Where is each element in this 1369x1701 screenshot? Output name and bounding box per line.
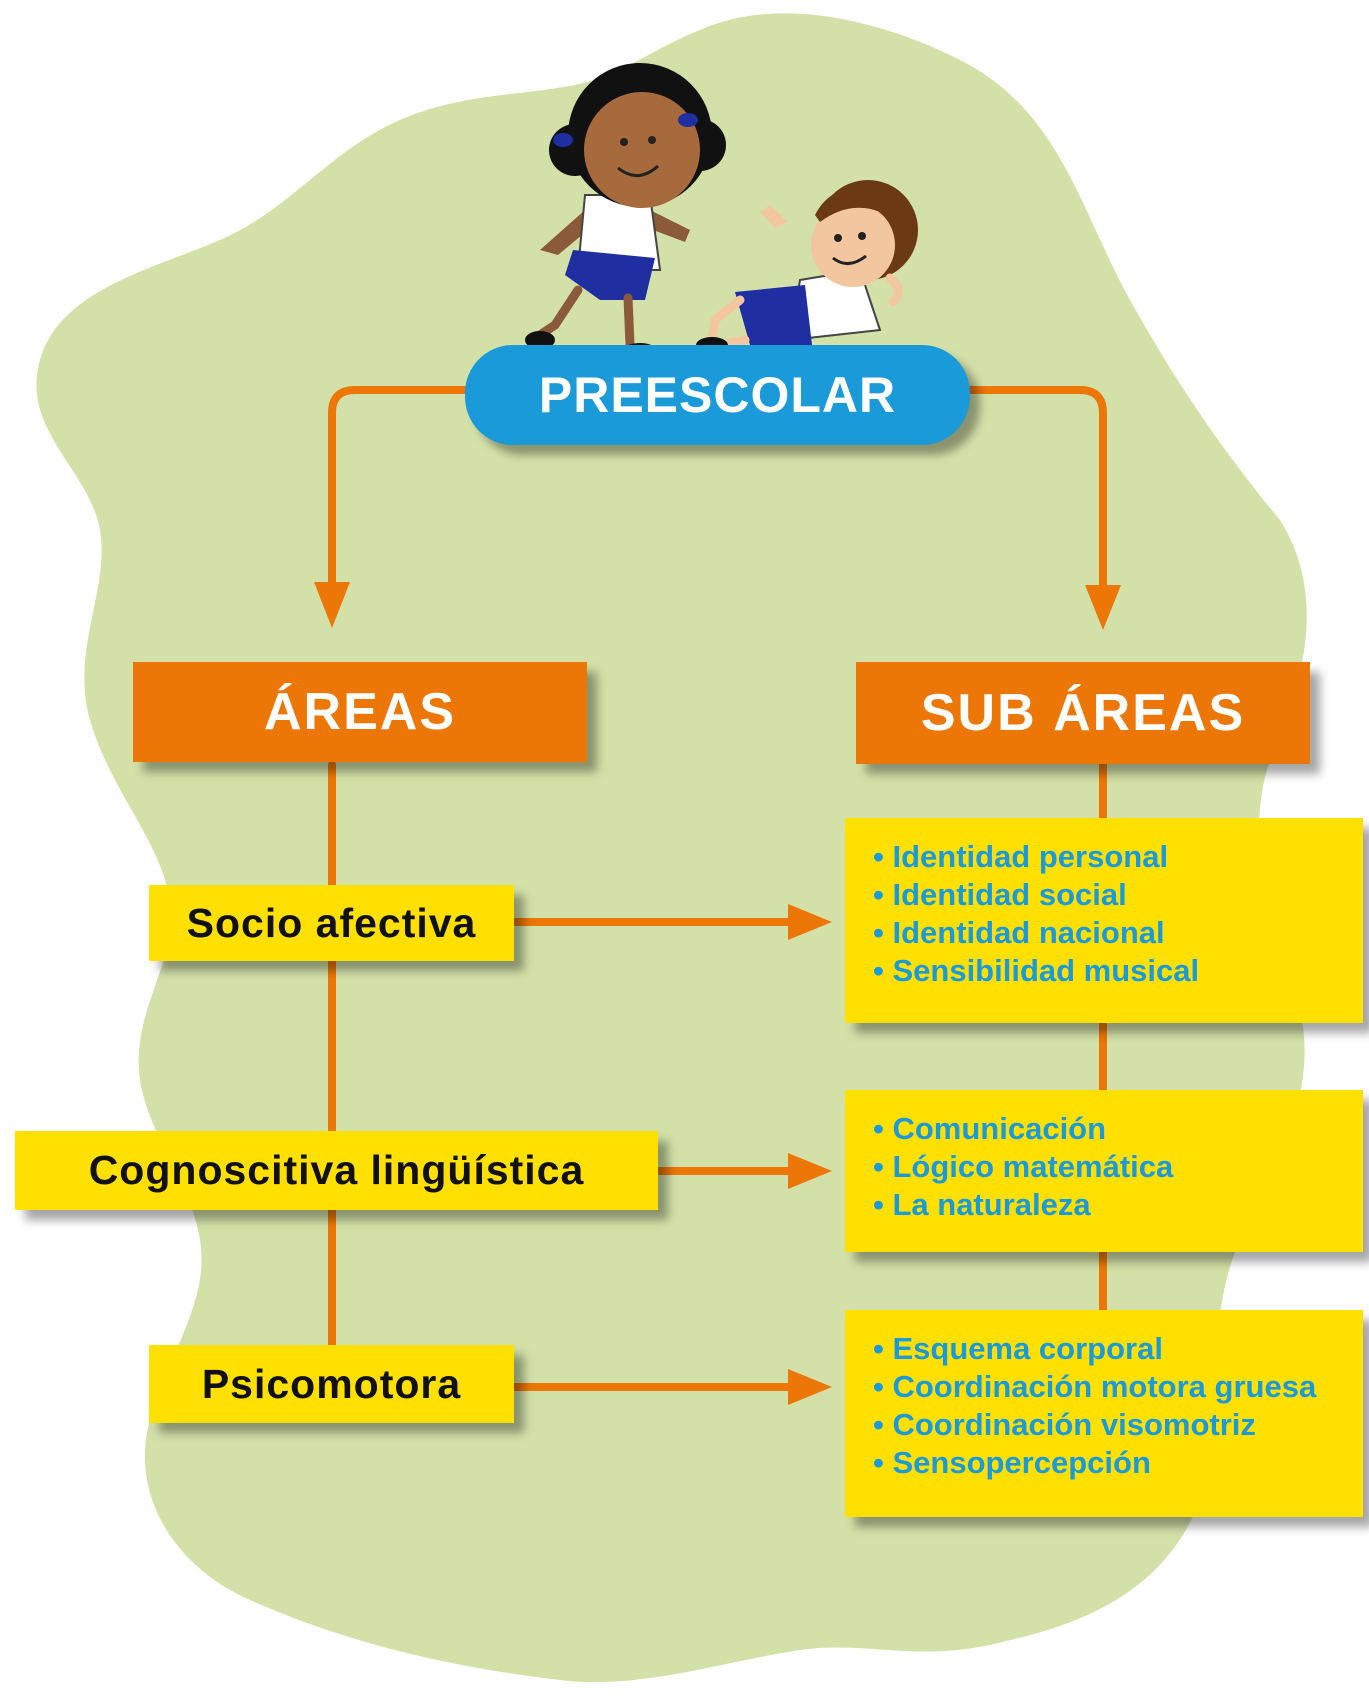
subareas-cognoscitiva-box: Comunicación Lógico matemática La natura… <box>845 1090 1363 1252</box>
arrowhead-subareas <box>1085 585 1121 630</box>
arrowhead-psicomotora <box>788 1369 832 1405</box>
area-psicomotora: Psicomotora <box>149 1345 514 1423</box>
subarea-item: Comunicación <box>873 1110 1173 1148</box>
arrowheads <box>314 582 1121 1405</box>
subareas-list: Comunicación Lógico matemática La natura… <box>873 1110 1173 1224</box>
subareas-header: SUB ÁREAS <box>856 662 1310 764</box>
connectors <box>328 386 1107 1391</box>
root-preescolar-node: PREESCOLAR <box>465 345 970 445</box>
arrowhead-socio <box>788 904 832 940</box>
subarea-item: Esquema corporal <box>873 1330 1316 1368</box>
arrowhead-cognoscitiva <box>788 1153 832 1189</box>
subareas-list: Esquema corporal Coordinación motora gru… <box>873 1330 1316 1482</box>
subareas-list: Identidad personal Identidad social Iden… <box>873 838 1199 990</box>
connector-root-to-subareas <box>966 386 1107 604</box>
subarea-item: Identidad personal <box>873 838 1199 876</box>
subareas-psicomotora-box: Esquema corporal Coordinación motora gru… <box>845 1310 1363 1517</box>
areas-header: ÁREAS <box>133 662 587 762</box>
green-blob-shape <box>36 13 1307 1683</box>
subarea-item: Identidad nacional <box>873 914 1199 952</box>
subarea-item: Lógico matemática <box>873 1148 1173 1186</box>
subarea-item: La naturaleza <box>873 1186 1173 1224</box>
girl-figure <box>525 63 726 361</box>
arrowhead-areas <box>314 582 350 628</box>
area-cognoscitiva-linguistica: Cognoscitiva lingüística <box>15 1131 658 1210</box>
two-children-playing-icon <box>525 63 918 361</box>
subarea-item: Identidad social <box>873 876 1199 914</box>
connector-root-to-areas <box>328 386 469 599</box>
subarea-item: Coordinación motora gruesa <box>873 1368 1316 1406</box>
subareas-socio-afectiva-box: Identidad personal Identidad social Iden… <box>845 818 1363 1023</box>
subarea-item: Sensopercepción <box>873 1444 1316 1482</box>
subarea-item: Sensibilidad musical <box>873 952 1199 990</box>
area-socio-afectiva: Socio afectiva <box>149 885 514 961</box>
subarea-item: Coordinación visomotriz <box>873 1406 1316 1444</box>
